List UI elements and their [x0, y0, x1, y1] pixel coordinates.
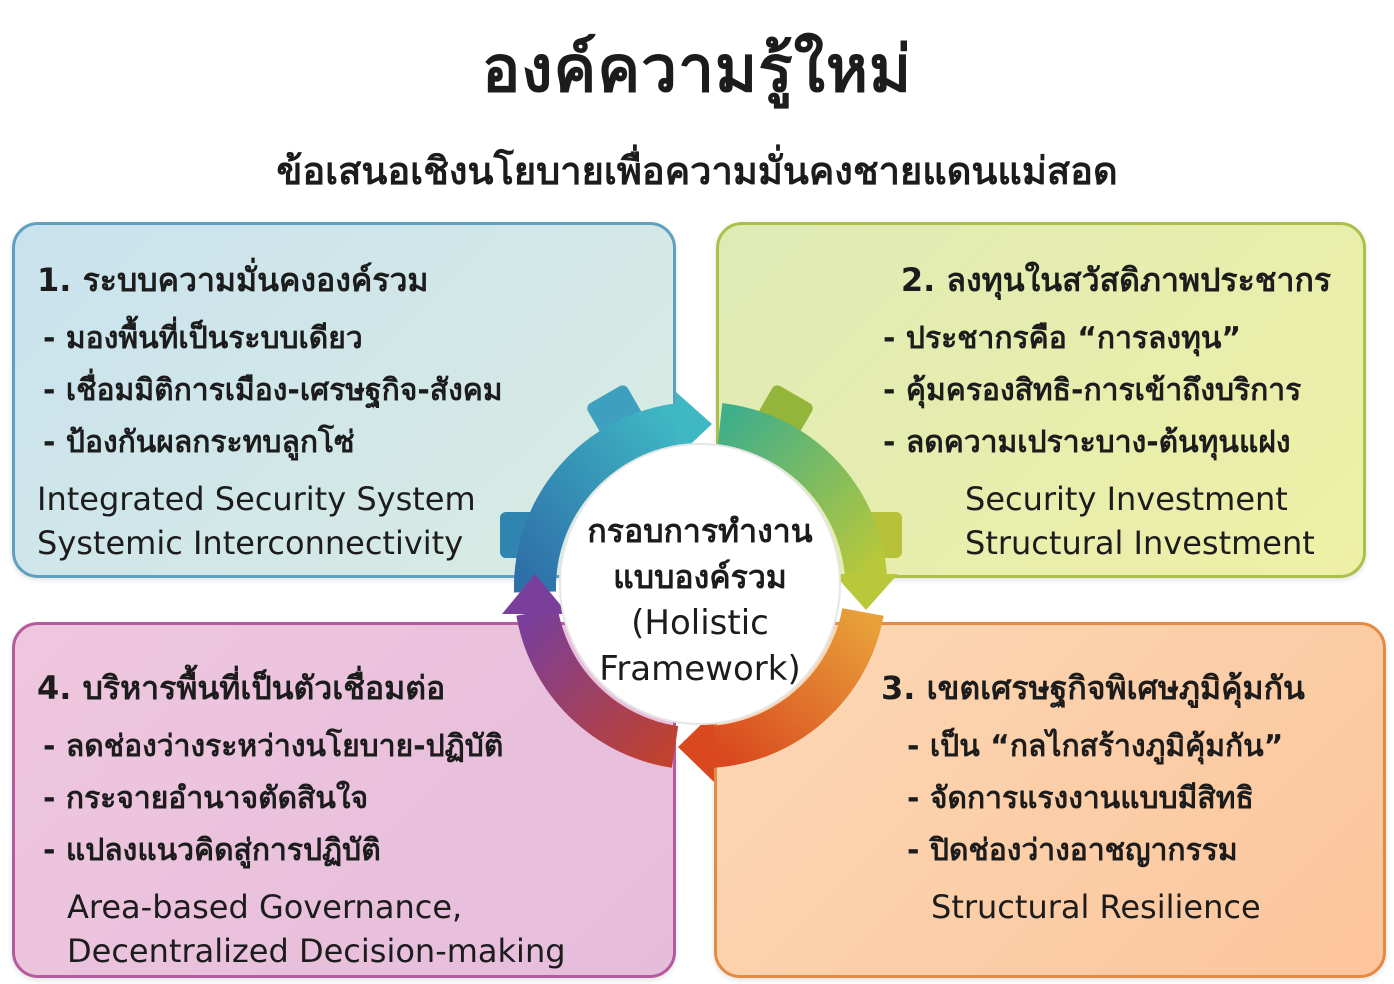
- arrowhead-bottom: [678, 712, 714, 782]
- quadrant-item-list: มองพื้นที่เป็นระบบเดียว เชื่อมมิติการเมื…: [43, 313, 503, 469]
- list-item: จัดการแรงงานแบบมีสิทธิ: [907, 773, 1283, 825]
- english-label: Integrated Security System: [37, 480, 476, 518]
- arrow-segment-blue: [513, 403, 683, 593]
- quadrant-integrated-security: 1. ระบบความมั่นคงองค์รวม มองพื้นที่เป็นร…: [12, 222, 676, 578]
- arrow-segment-purple: [516, 607, 679, 768]
- list-item: แปลงแนวคิดสู่การปฏิบัติ: [43, 825, 503, 877]
- list-item: เชื่อมมิติการเมือง-เศรษฐกิจ-สังคม: [43, 365, 503, 417]
- page-title: องค์ความรู้ใหม่: [481, 33, 913, 107]
- english-label: Decentralized Decision-making: [67, 932, 566, 970]
- english-label: Area-based Governance,: [67, 888, 463, 926]
- quadrant-item-list: เป็น “กลไกสร้างภูมิคุ้มกัน” จัดการแรงงาน…: [907, 721, 1283, 877]
- center-line: กรอบการทำงาน: [587, 512, 813, 550]
- list-item: คุ้มครองสิทธิ-การเข้าถึงบริการ: [883, 365, 1301, 417]
- quadrant-english-labels: Security Investment Structural Investmen…: [965, 477, 1315, 565]
- quadrant-item-list: ประชากรคือ “การลงทุน” คุ้มครองสิทธิ-การเ…: [883, 313, 1301, 469]
- quadrant-heading: 4. บริหารพื้นที่เป็นตัวเชื่อมต่อ: [37, 669, 446, 707]
- quadrant-heading: 2. ลงทุนในสวัสดิภาพประชากร: [900, 261, 1331, 299]
- center-line: แบบองค์รวม: [613, 558, 787, 596]
- quadrant-english-labels: Structural Resilience: [931, 885, 1261, 929]
- english-label: Structural Investment: [965, 524, 1315, 562]
- quadrant-item-list: ลดช่องว่างระหว่างนโยบาย-ปฏิบัติ กระจายอำ…: [43, 721, 503, 877]
- english-label: Systemic Interconnectivity: [37, 524, 464, 562]
- center-line: (Holistic: [631, 603, 769, 643]
- arrowhead-right: [834, 574, 898, 610]
- arrow-segment-green: [717, 403, 887, 579]
- list-item: มองพื้นที่เป็นระบบเดียว: [43, 313, 503, 365]
- quadrant-english-labels: Area-based Governance, Decentralized Dec…: [67, 885, 566, 973]
- english-label: Security Investment: [965, 480, 1288, 518]
- list-item: กระจายอำนาจตัดสินใจ: [43, 773, 503, 825]
- quadrant-heading: 1. ระบบความมั่นคงองค์รวม: [37, 261, 429, 299]
- gear-cycle-icon: [500, 385, 902, 782]
- english-label: Structural Resilience: [931, 888, 1261, 926]
- arrowhead-top: [676, 392, 712, 458]
- quadrant-heading: 3. เขตเศรษฐกิจพิเศษภูมิคุ้มกัน: [881, 669, 1305, 707]
- arrow-segment-orange: [708, 607, 884, 768]
- list-item: ป้องกันผลกระทบลูกโซ่: [43, 417, 503, 469]
- quadrant-english-labels: Integrated Security System Systemic Inte…: [37, 477, 476, 565]
- list-item: ลดช่องว่างระหว่างนโยบาย-ปฏิบัติ: [43, 721, 503, 773]
- list-item: ประชากรคือ “การลงทุน”: [883, 313, 1301, 365]
- list-item: ลดความเปราะบาง-ต้นทุนแฝง: [883, 417, 1301, 469]
- page-subtitle: ข้อเสนอเชิงนโยบายเพื่อความมั่นคงชายแดนแม…: [276, 149, 1118, 193]
- center-line: Framework): [599, 649, 801, 689]
- list-item: เป็น “กลไกสร้างภูมิคุ้มกัน”: [907, 721, 1283, 773]
- list-item: ปิดช่องว่างอาชญากรรม: [907, 825, 1283, 877]
- arrowhead-left: [502, 574, 568, 614]
- holistic-framework-label: กรอบการทำงาน แบบองค์รวม (Holistic Framew…: [540, 484, 860, 716]
